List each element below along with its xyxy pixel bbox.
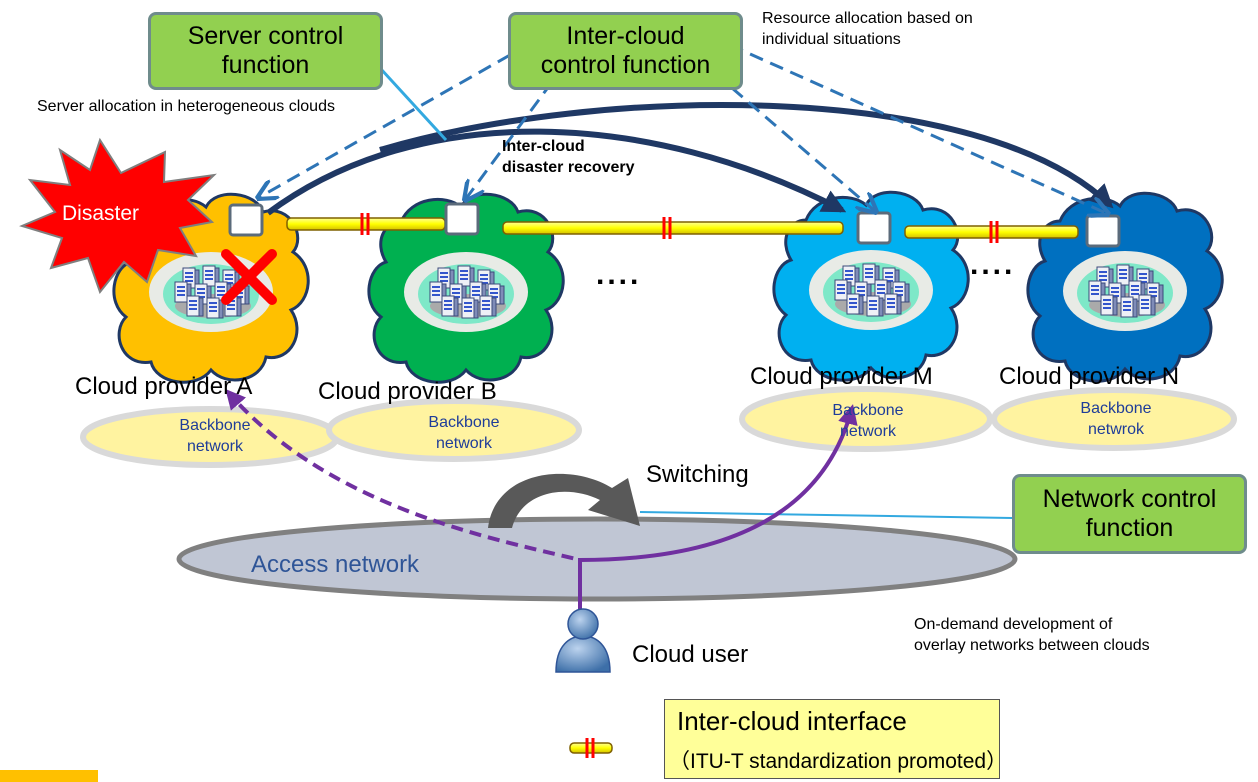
cloud-user-label: Cloud user	[632, 641, 749, 668]
backbone-ellipse-b	[326, 398, 582, 462]
intercloud-control-function-box: Inter-cloud control function	[508, 12, 743, 90]
backbone-n-label: Backbone netwrok	[1080, 400, 1152, 438]
network-control-function-box: Network control function	[1012, 474, 1247, 554]
backbone-ellipses	[80, 386, 1237, 468]
on-demand-note: On-demand development of overlay network…	[914, 616, 1150, 654]
disaster-burst-icon	[19, 137, 217, 295]
gateway-squares	[228, 202, 1121, 248]
backbone-a-label: Backbone network	[179, 417, 251, 455]
server-allocation-note: Server allocation in heterogeneous cloud…	[37, 98, 335, 115]
disaster-label: Disaster	[62, 202, 140, 225]
server-control-function-box: Server control function	[148, 12, 383, 90]
failure-x-icon	[221, 249, 277, 305]
access-network-label: Access network	[251, 551, 420, 578]
cloud-provider-n-shape	[1026, 191, 1224, 383]
cloud-provider-b-shape	[367, 192, 565, 384]
disaster-recovery-label: Inter-cloud disaster recovery	[502, 138, 635, 176]
network-control-link	[639, 511, 1013, 519]
ellipsis-m-n: ....	[970, 248, 1016, 281]
interface-legend-title: Inter-cloud interface	[677, 706, 907, 736]
cloud-user-icon	[555, 608, 611, 673]
provider-a-name: Cloud provider A	[75, 373, 253, 400]
backbone-m-label: Backbone network	[832, 402, 904, 440]
cloud-provider-m-shape	[772, 190, 970, 382]
server-control-link	[378, 66, 448, 142]
provider-b-name: Cloud provider B	[318, 378, 497, 405]
logo-fragment	[0, 770, 98, 782]
legend-pipe-icon	[569, 738, 613, 758]
interface-pipes	[286, 213, 1079, 243]
backbone-b-label: Backbone network	[428, 414, 500, 452]
backbone-ellipse-m	[739, 386, 993, 452]
control-dashed-arrows	[258, 43, 1108, 214]
recovery-arcs	[266, 102, 1114, 216]
interface-legend-box: Inter-cloud interface （ITU-T standardiza…	[664, 699, 1007, 779]
switching-label: Switching	[646, 461, 749, 488]
interface-legend-subtitle: （ITU-T standardization promoted）	[669, 750, 1008, 773]
provider-n-name: Cloud provider N	[999, 363, 1180, 390]
provider-m-name: Cloud provider M	[750, 363, 933, 390]
user-paths	[225, 388, 858, 610]
resource-allocation-note: Resource allocation based on individual …	[762, 10, 973, 48]
backbone-ellipse-n	[991, 387, 1237, 451]
switching-arrow	[488, 473, 640, 528]
ellipsis-b-m: ....	[596, 258, 642, 291]
